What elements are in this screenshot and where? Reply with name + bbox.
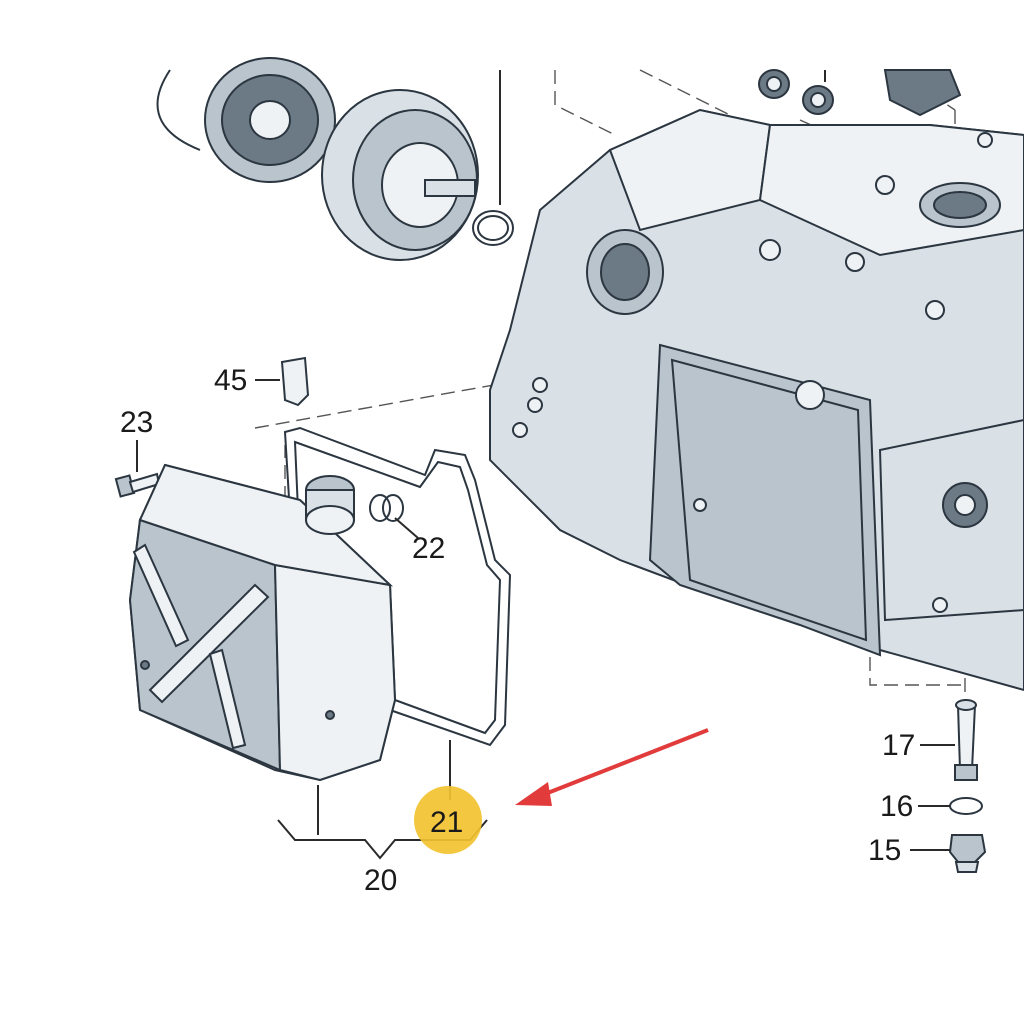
seal-pair-top [758,69,834,115]
highlight-marker-21 [414,786,482,854]
drain-plug-part-15 [910,834,987,873]
gearbox-housing [489,108,1024,692]
callout-45: 45 [214,364,247,397]
bolt-part-23 [114,440,161,498]
callout-16: 16 [880,790,913,823]
callout-23: 23 [120,406,153,439]
flywheel-disc [204,57,336,183]
callout-21: 21 [430,806,463,839]
callout-15: 15 [868,834,901,867]
clutch-drum [321,89,479,261]
red-arrow-icon [515,728,709,806]
callout-20: 20 [364,864,397,897]
o-ring-small-top [472,210,514,246]
seal-ring-part-16 [918,797,983,815]
oil-filter-cover-part-20 [128,463,397,782]
o-ring-pair-22 [369,494,419,539]
seal-ring-large [156,69,201,151]
drain-tube-part-17 [920,699,978,781]
callout-22: 22 [412,532,445,565]
callout-17: 17 [882,729,915,762]
clip-part-45 [255,356,310,407]
bracket-top-right [883,69,962,117]
